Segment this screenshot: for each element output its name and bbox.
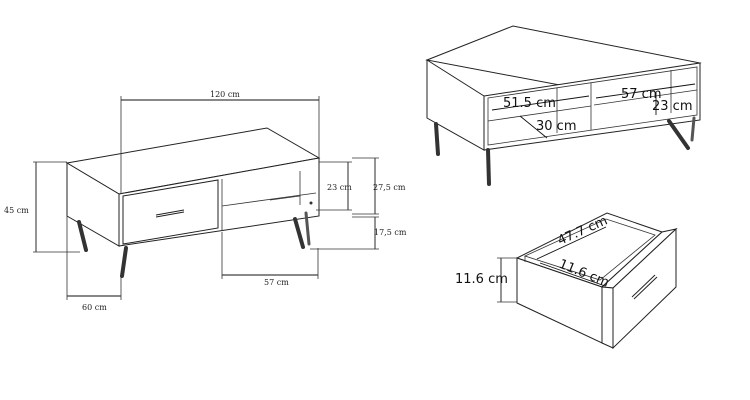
top-right-width-label: 57 cm	[621, 87, 662, 102]
drawer-view-drawing	[497, 212, 678, 350]
drawer-height-label: 11.6 cm	[455, 272, 508, 287]
top-view-drawing	[425, 25, 702, 186]
dimension-width: 120 cm	[120, 90, 320, 194]
compartment-height-label: 27,5 cm	[373, 183, 406, 192]
leg-height-label: 17,5 cm	[374, 228, 407, 237]
dimension-leg-height: 17,5 cm	[310, 216, 407, 250]
front-view-drawing	[65, 127, 321, 278]
depth-label: 60 cm	[82, 303, 107, 312]
height-label: 45 cm	[4, 206, 29, 215]
dimension-height: 45 cm	[4, 161, 80, 253]
top-depth-label: 30 cm	[536, 119, 577, 134]
dimension-inner-height: 23 cm	[316, 161, 352, 211]
dimension-shelf-width: 57 cm	[221, 232, 319, 287]
dimension-compartment-height: 27,5 cm	[352, 157, 406, 215]
dimension-depth: 60 cm	[66, 216, 122, 312]
width-label: 120 cm	[210, 90, 240, 99]
inner-height-label: 23 cm	[327, 183, 352, 192]
top-left-width-label: 51.5 cm	[503, 96, 556, 111]
top-height-label: 23 cm	[652, 99, 693, 114]
shelf-width-label: 57 cm	[264, 278, 289, 287]
